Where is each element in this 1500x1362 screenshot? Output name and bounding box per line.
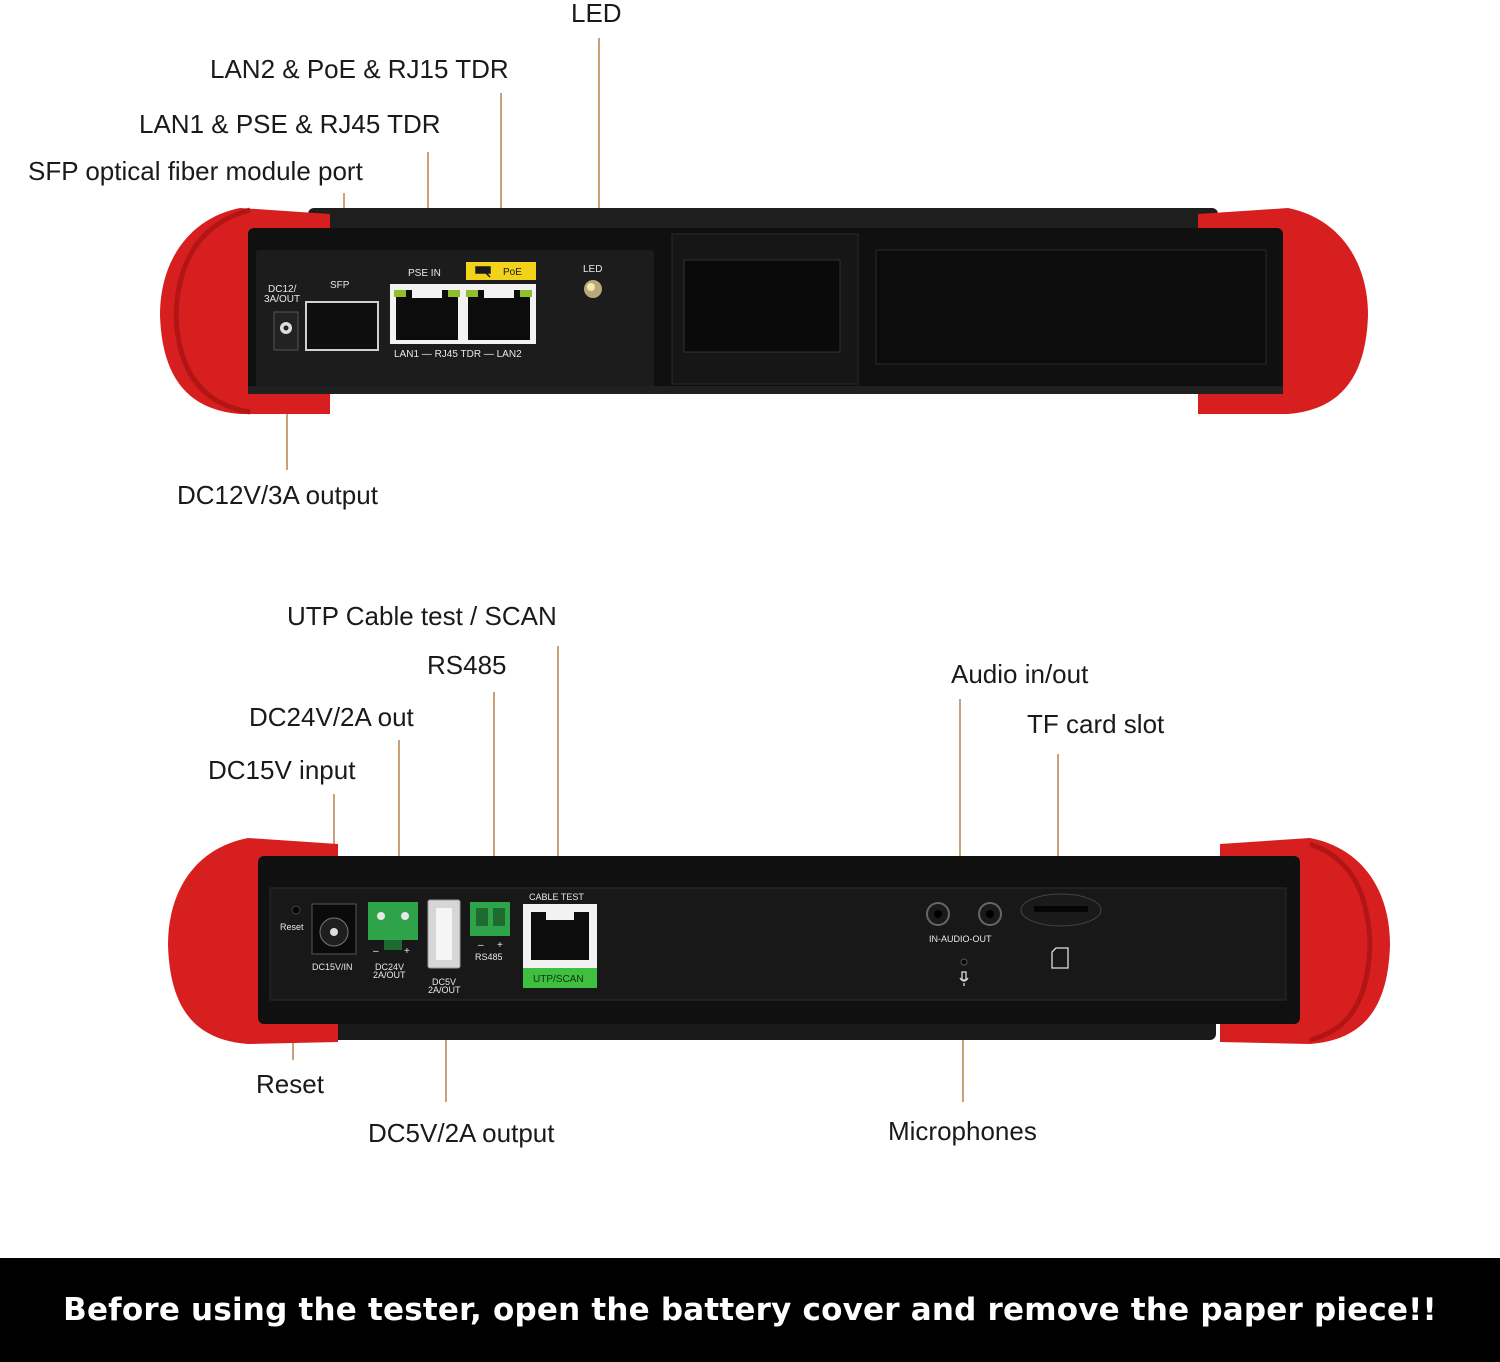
microphone-icon [959, 971, 969, 986]
leader-audio [959, 699, 961, 880]
utp-scan-badge [523, 968, 597, 988]
sfp-port[interactable] [305, 301, 379, 351]
label-utp-scan: UTP/SCAN [533, 974, 584, 985]
callout-lan1: LAN1 & PSE & RJ45 TDR [139, 109, 441, 139]
leader-lan1 [427, 152, 429, 252]
label-audio: IN-AUDIO-OUT [929, 934, 992, 944]
callout-dc5: DC5V/2A output [368, 1118, 555, 1148]
reset-pinhole[interactable] [291, 905, 301, 915]
leader-tf [1057, 754, 1059, 880]
label-dc12-1: DC12/ [268, 284, 297, 295]
callout-dc15: DC15V input [208, 755, 356, 785]
leader-dc12 [286, 368, 288, 470]
callout-tf: TF card slot [1027, 709, 1165, 739]
top-device-illustration: DC12/ 3A/OUT SFP PSE IN PoE LAN1 — RJ45 … [160, 207, 1368, 415]
leader-dc15 [333, 794, 335, 880]
callout-reset: Reset [256, 1069, 324, 1099]
leader-lan2 [500, 93, 502, 250]
label-reset: Reset [280, 922, 304, 932]
microphone-hole [960, 958, 968, 966]
leader-utp [557, 646, 559, 880]
label-dc24-plus: + [404, 946, 410, 957]
label-rj45-tdr: LAN1 — RJ45 TDR — LAN2 [394, 349, 522, 360]
lan2-port[interactable] [466, 290, 532, 340]
leader-dc5 [445, 996, 447, 1102]
utp-scan-port[interactable] [531, 912, 589, 960]
lan1-port[interactable] [394, 290, 460, 340]
label-pse-in: PSE IN [408, 268, 441, 279]
bottom-device-illustration: Reset DC15V/IN – + DC24V 2A/OUT DC5V 2A/… [168, 838, 1390, 1044]
label-dc15: DC15V/IN [312, 962, 353, 972]
rs485-terminal[interactable] [470, 902, 510, 936]
callout-lan2: LAN2 & PoE & RJ15 TDR [210, 54, 509, 84]
dc24-terminal[interactable] [368, 902, 418, 950]
leader-mic [962, 996, 964, 1102]
leader-dc24 [398, 740, 400, 880]
footer-banner: Before using the tester, open the batter… [0, 1258, 1500, 1362]
callout-utp: UTP Cable test / SCAN [287, 601, 557, 631]
sd-card-icon [1051, 947, 1069, 969]
label-sfp: SFP [330, 280, 350, 291]
label-poe: PoE [503, 267, 522, 278]
callout-sfp: SFP optical fiber module port [28, 156, 363, 186]
callout-mic: Microphones [888, 1116, 1037, 1146]
callout-dc12: DC12V/3A output [177, 480, 378, 510]
label-cable-test: CABLE TEST [529, 892, 584, 902]
label-dc5-1: DC5V [432, 977, 456, 987]
label-rs485: RS485 [475, 952, 503, 962]
label-dc12-2: 3A/OUT [264, 294, 300, 305]
leader-led [598, 38, 600, 250]
callout-led: LED [571, 0, 622, 28]
label-dc24-1: DC24V [375, 962, 404, 972]
label-dc5-2: 2A/OUT [428, 985, 461, 995]
footer-text: Before using the tester, open the batter… [63, 1292, 1437, 1328]
label-rs485-plus: + [497, 940, 503, 951]
callout-rs485: RS485 [427, 650, 507, 680]
callout-dc24: DC24V/2A out [249, 702, 414, 732]
dc5-usb-port[interactable] [427, 899, 461, 969]
label-rs485-minus: – [478, 940, 484, 951]
label-led: LED [583, 264, 602, 275]
label-dc24-minus: – [373, 946, 379, 957]
label-dc24-2: 2A/OUT [373, 970, 406, 980]
leader-rs485 [493, 692, 495, 880]
callout-audio: Audio in/out [951, 659, 1089, 689]
